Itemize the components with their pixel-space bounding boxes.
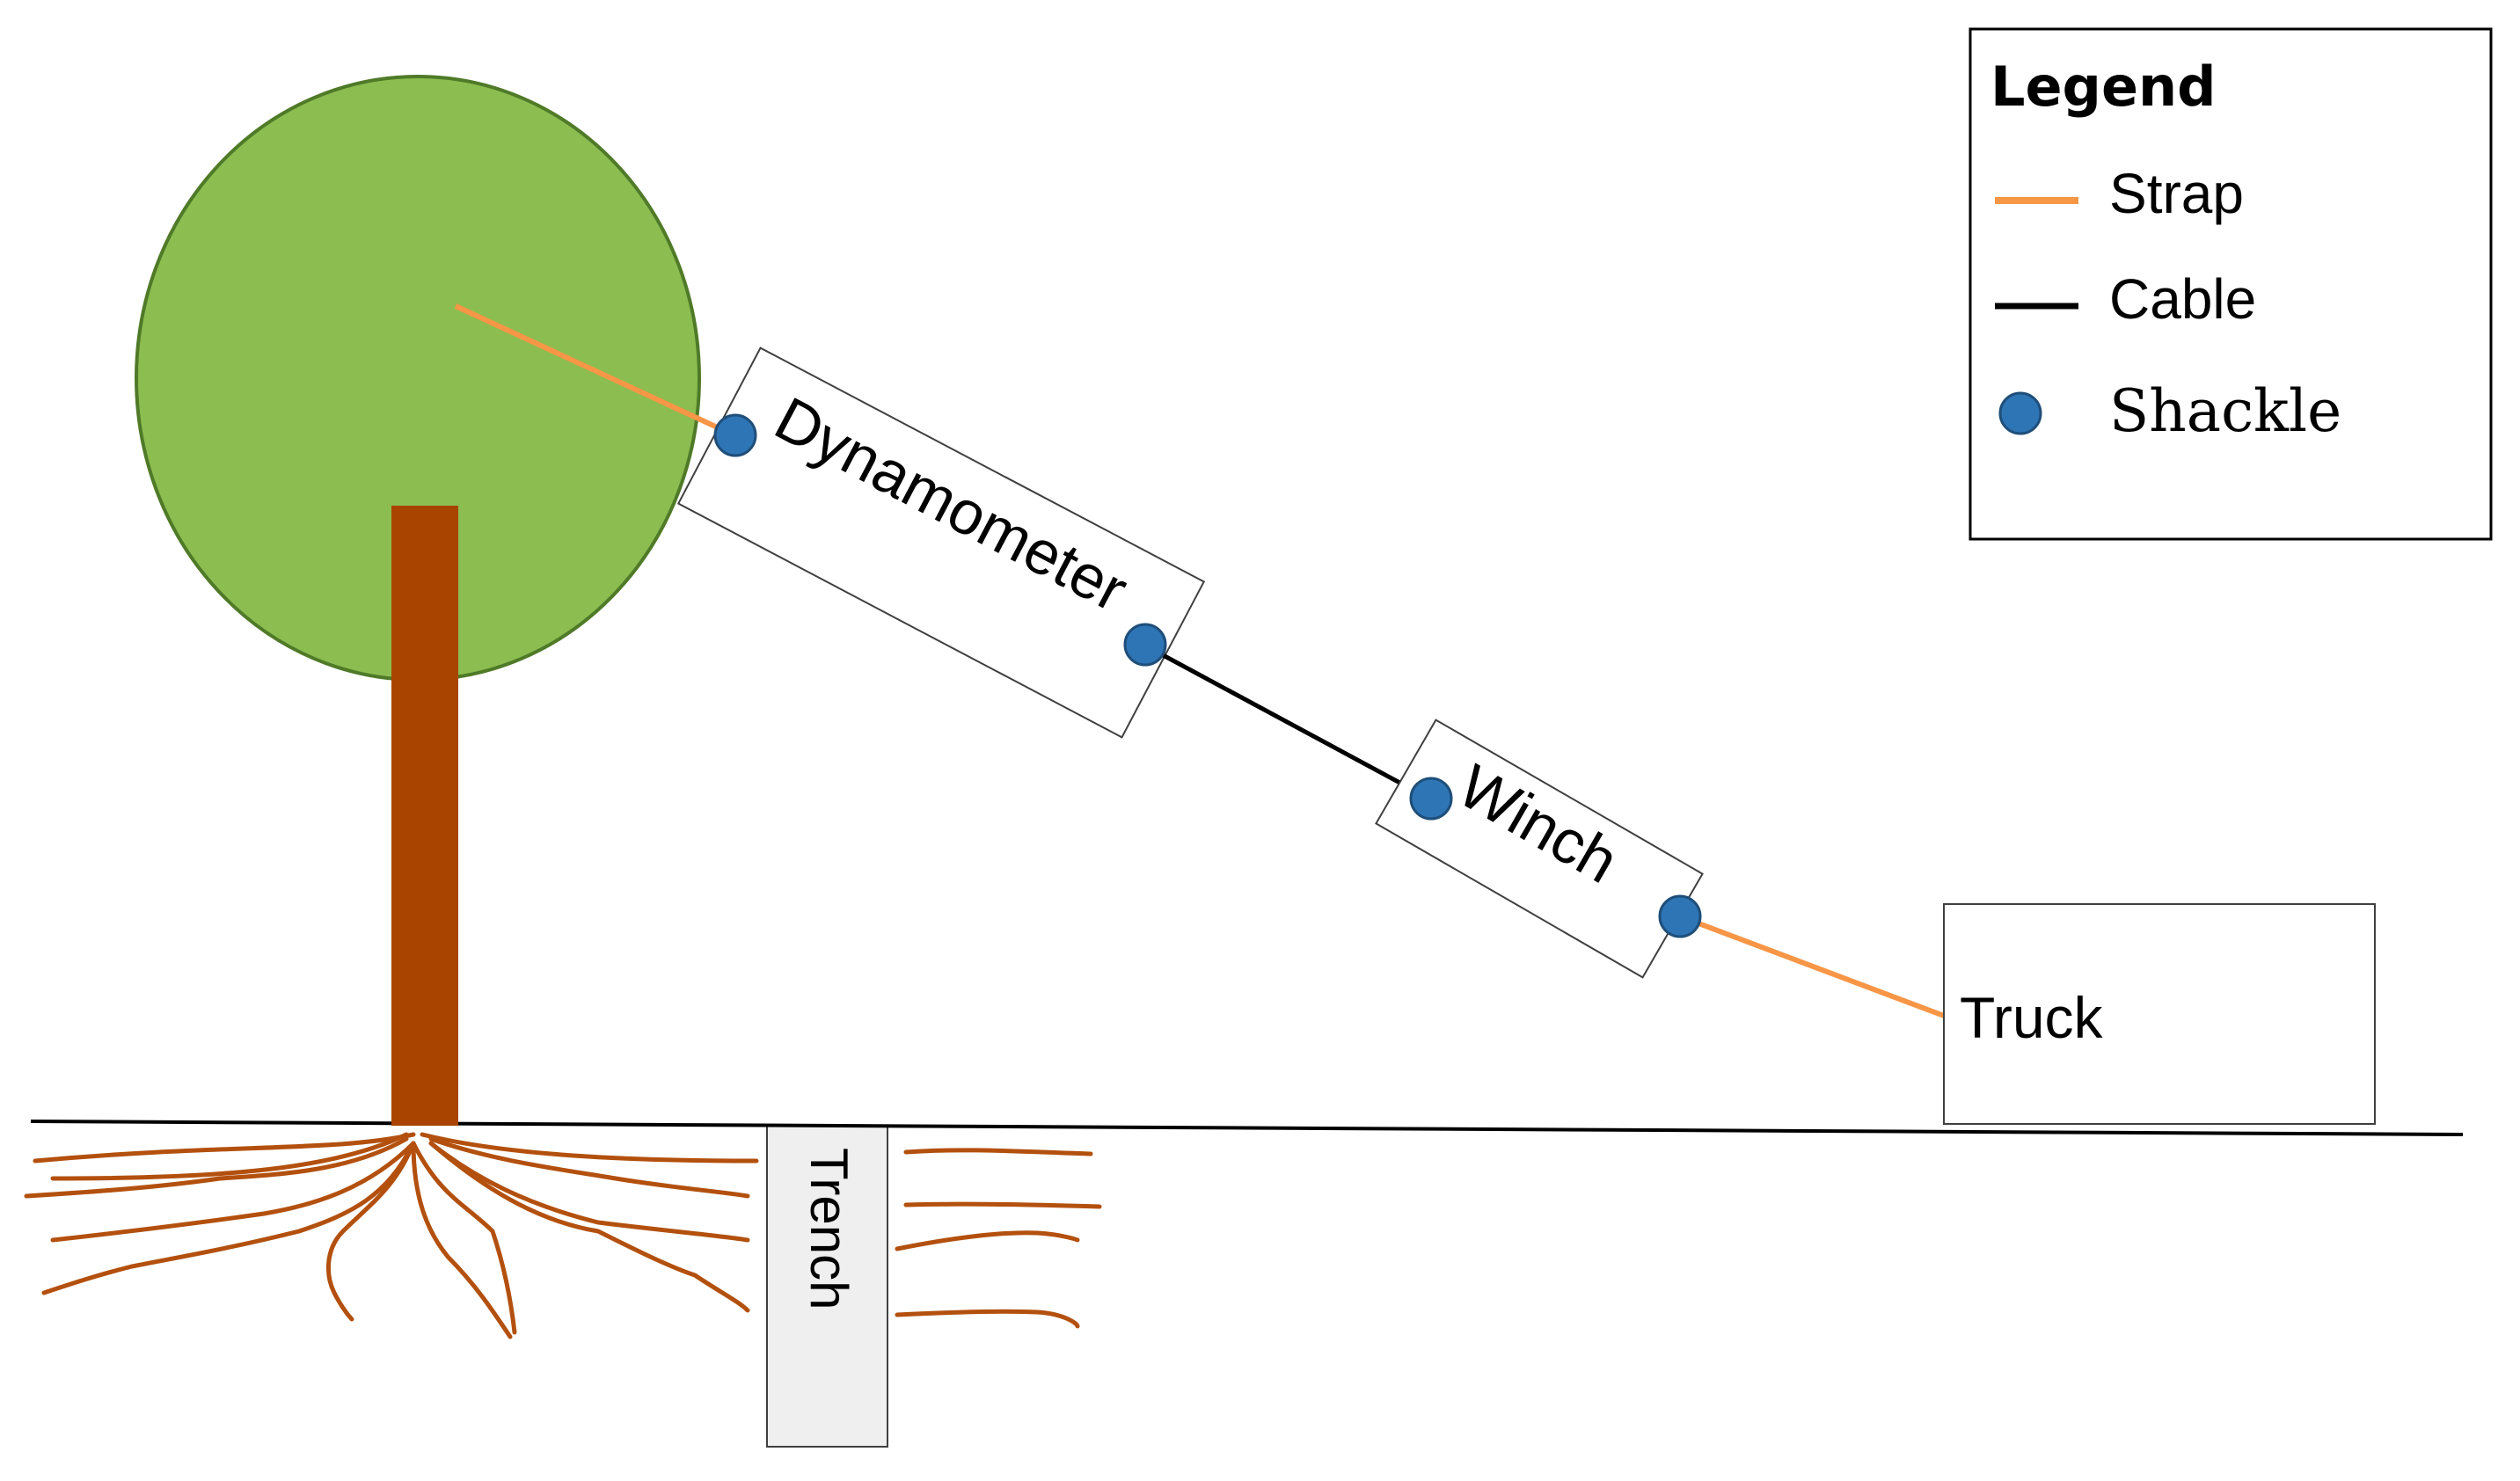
legend-title: Legend [1990,55,2217,119]
shackles [713,413,1702,938]
trench-box [766,1125,888,1448]
truck-box [1943,903,2376,1125]
truck-label: Truck [1960,985,2104,1050]
winch: Winch [1375,719,1704,979]
cable-dynamometer-to-winch [1142,642,1429,800]
legend-box [1969,27,2493,541]
shackle-dot-icon [1658,894,1702,938]
legend-item-strap: Strap [2109,162,2244,225]
shackle-dot-icon [713,413,757,457]
shackle-dot-icon [1409,777,1453,821]
shackle-dot-icon [1998,391,2042,435]
legend-item-shackle: Shackle [2109,377,2341,445]
legend: Legend Strap Cable Shackle [1969,27,2493,541]
roots [24,1132,1102,1339]
legend-item-cable: Cable [2109,267,2256,331]
dynamometer: Dynamometer [676,347,1206,739]
strap-winch-to-truck [1678,914,1946,1018]
shackle-dot-icon [1123,623,1167,667]
tree-trunk [391,506,458,1126]
strap-tree-to-dynamometer [454,303,736,438]
dynamometer-box [676,347,1206,739]
trench-label: Trench [800,1148,858,1310]
